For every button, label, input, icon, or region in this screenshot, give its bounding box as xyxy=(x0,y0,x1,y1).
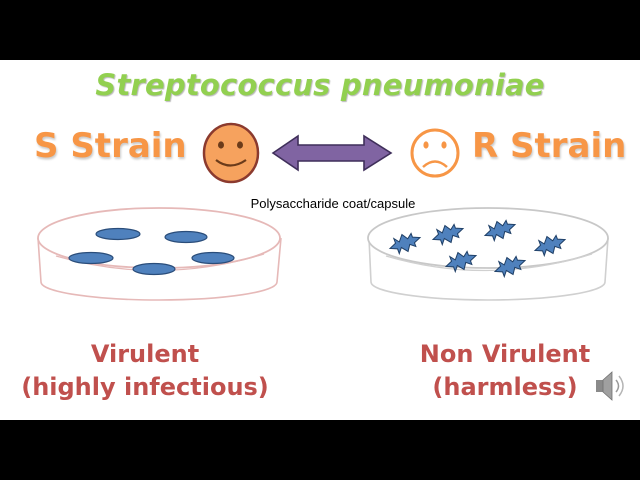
non-virulent-line1: Non Virulent xyxy=(385,338,625,371)
happy-face-icon xyxy=(204,124,258,182)
capsule-caption: Polysaccharide coat/capsule xyxy=(0,196,640,211)
s-strain-label: S Strain xyxy=(34,126,187,166)
virulent-line2: (highly infectious) xyxy=(5,371,285,404)
virulent-line1: Virulent xyxy=(5,338,285,371)
double-arrow-icon xyxy=(273,136,391,170)
virulent-label: Virulent (highly infectious) xyxy=(5,338,285,404)
non-virulent-label: Non Virulent (harmless) xyxy=(385,338,625,404)
r-strain-label: R Strain xyxy=(472,126,626,166)
slide: Streptococcus pneumoniae S Strain R Stra… xyxy=(0,60,640,420)
non-virulent-line2: (harmless) xyxy=(385,371,625,404)
diagram-title: Streptococcus pneumoniae xyxy=(0,68,640,102)
petri-dish-right xyxy=(368,208,608,300)
sad-face-icon xyxy=(412,130,458,176)
